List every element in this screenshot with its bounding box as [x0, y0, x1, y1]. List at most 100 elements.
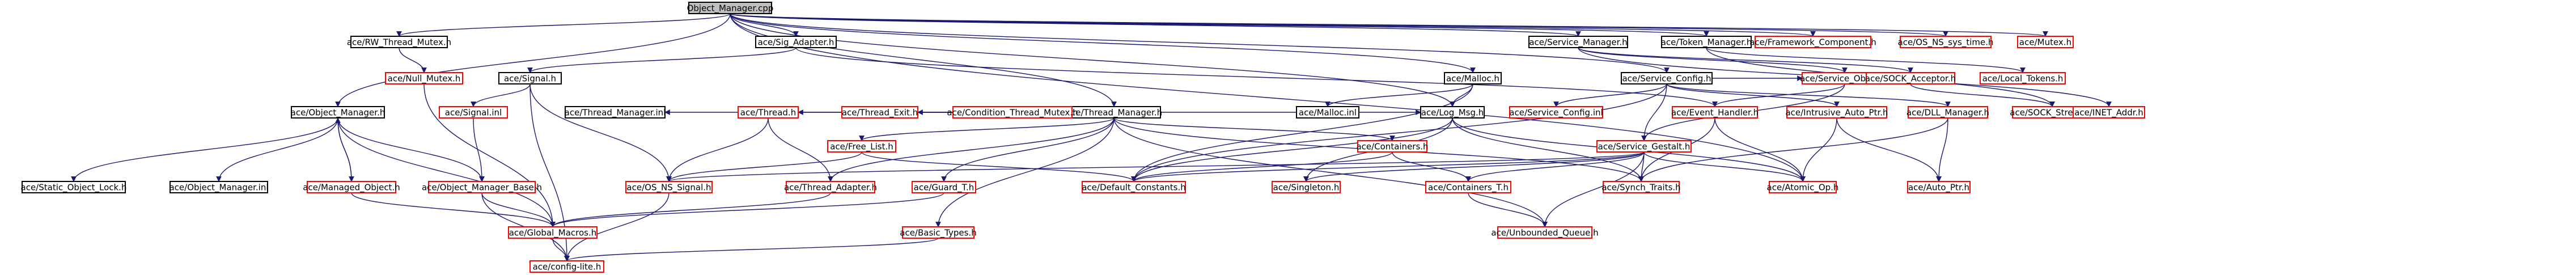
edge-ace-token-manager-h-to-ace-local-tokens-h	[1706, 47, 2026, 73]
node-ace-local-tokens-h[interactable]: ace/Local_Tokens.h	[1980, 72, 2066, 84]
node-box	[1528, 36, 1628, 48]
node-ace-thread-manager-h[interactable]: ace/Thread_Manager.h	[1066, 106, 1162, 119]
node-label: ace/Token_Manager.h	[1661, 37, 1752, 48]
node-box	[827, 140, 896, 153]
node-ace-signal-h[interactable]: ace/Signal.h	[498, 72, 562, 84]
node-box	[508, 226, 598, 239]
edge-ace-thread-manager-h-to-ace-basic-types-h	[935, 117, 1115, 227]
edge-ace-service-manager-h-to-ace-service-object-h	[1578, 47, 1848, 73]
node-ace-intrusive-auto-ptr-h[interactable]: ace/Intrusive_Auto_Ptr.h	[1785, 106, 1888, 119]
node-ace-default-constants-h[interactable]: ace/Default_Constants.h	[1082, 181, 1186, 193]
node-ace-dll-manager-h[interactable]: ace/DLL_Manager.h	[1906, 106, 1989, 119]
node-box	[565, 106, 666, 119]
node-ace-signal-inl[interactable]: ace/Signal.inl	[439, 106, 508, 119]
node-ace-unbounded-queue-h[interactable]: ace/Unbounded_Queue.h	[1491, 226, 1599, 239]
node-ace-service-manager-h[interactable]: ace/Service_Manager.h	[1528, 36, 1628, 48]
node-box	[439, 106, 508, 119]
node-ace-service-config-h[interactable]: ace/Service_Config.h	[1621, 72, 1713, 84]
edge-object-manager-cpp-to-ace-object-manager-h	[335, 13, 731, 107]
edge-ace-object-manager-h-to-ace-object-manager-base-h	[337, 117, 485, 182]
node-box	[498, 72, 562, 84]
node-ace-guard-t-h[interactable]: ace/Guard_T.h	[912, 181, 976, 193]
node-box	[307, 181, 396, 193]
node-ace-containers-t-h[interactable]: ace/Containers_T.h	[1425, 181, 1511, 193]
node-ace-malloc-h[interactable]: ace/Malloc.h	[1444, 72, 1502, 84]
node-ace-thread-manager-inl[interactable]: ace/Thread_Manager.inl	[565, 106, 666, 119]
edge-ace-object-manager-h-to-ace-global-macros-h	[337, 117, 556, 227]
node-ace-rw-thread-mutex-h[interactable]: ace/RW_Thread_Mutex.h	[347, 36, 451, 48]
node-label: ace/Containers.h	[1356, 142, 1428, 152]
node-label: ace/Free_List.h	[830, 142, 893, 153]
node-box	[1866, 72, 1955, 84]
node-label: ace/Singleton.h	[1273, 183, 1340, 193]
edge-ace-null-mutex-h-to-ace-global-macros-h	[423, 83, 556, 227]
node-box	[786, 181, 875, 193]
node-box	[1661, 36, 1752, 48]
edge-ace-containers-h-to-ace-default-constants-h	[1131, 151, 1393, 182]
node-ace-auto-ptr-h[interactable]: ace/Auto_Ptr.h	[1907, 181, 1971, 193]
edge-ace-dll-manager-h-to-ace-synch-traits-h	[1638, 117, 1948, 182]
edge-object-manager-cpp-to-ace-thread-manager-h	[730, 13, 1117, 107]
edge-ace-service-config-h-to-ace-default-constants-h	[1131, 83, 1667, 182]
node-box	[1900, 36, 1992, 48]
node-ace-token-manager-h[interactable]: ace/Token_Manager.h	[1661, 36, 1752, 48]
node-label: ace/Object_Manager.inl	[169, 183, 268, 193]
node-ace-global-macros-h[interactable]: ace/Global_Macros.h	[508, 226, 598, 239]
node-box	[738, 106, 799, 119]
node-ace-object-manager-h[interactable]: ace/Object_Manager.h	[291, 106, 385, 119]
node-box	[350, 36, 448, 48]
node-ace-managed-object-h[interactable]: ace/Managed_Object.h	[303, 181, 400, 193]
node-ace-containers-h[interactable]: ace/Containers.h	[1356, 140, 1429, 153]
node-label: ace/Thread.h	[740, 108, 796, 118]
node-ace-object-manager-inl[interactable]: ace/Object_Manager.inl	[169, 181, 269, 193]
node-ace-thread-exit-h[interactable]: ace/Thread_Exit.h	[841, 106, 918, 119]
node-ace-sock-acceptor-h[interactable]: ace/SOCK_Acceptor.h	[1865, 72, 1956, 84]
node-label: ace/Service_Manager.h	[1529, 37, 1627, 48]
node-ace-null-mutex-h[interactable]: ace/Null_Mutex.h	[385, 72, 463, 84]
node-label: ace/DLL_Manager.h	[1906, 108, 1989, 119]
edge-ace-free-list-h-to-ace-default-constants-h	[861, 151, 1137, 182]
node-ace-free-list-h[interactable]: ace/Free_List.h	[827, 140, 896, 153]
node-label: ace/Thread_Adapter.h	[784, 183, 877, 193]
node-ace-framework-component-h[interactable]: ace/Framework_Component.h	[1749, 36, 1876, 48]
node-label: ace/Basic_Types.h	[900, 228, 976, 239]
node-ace-singleton-h[interactable]: ace/Singleton.h	[1272, 181, 1341, 193]
edge-object-manager-cpp-to-ace-framework-component-h	[730, 13, 1816, 37]
edge-ace-service-config-h-to-ace-service-gestalt-h	[1641, 83, 1667, 141]
node-box	[170, 181, 268, 193]
node-ace-synch-traits-h[interactable]: ace/Synch_Traits.h	[1601, 181, 1681, 193]
node-ace-malloc-inl[interactable]: ace/Malloc.inl	[1296, 106, 1359, 119]
node-ace-atomic-op-h[interactable]: ace/Atomic_Op.h	[1767, 181, 1839, 193]
edge-ace-service-gestalt-h-to-ace-atomic-op-h	[1643, 151, 1806, 182]
node-ace-object-manager-base-h[interactable]: ace/Object_Manager_Base.h	[422, 181, 542, 193]
node-label: ace/Condition_Thread_Mutex.h	[947, 108, 1078, 119]
node-ace-log-msg-h[interactable]: ace/Log_Msg.h	[1420, 106, 1485, 119]
edge-ace-intrusive-auto-ptr-h-to-ace-atomic-op-h	[1800, 117, 1837, 182]
node-ace-thread-adapter-h[interactable]: ace/Thread_Adapter.h	[784, 181, 877, 193]
node-ace-service-gestalt-h[interactable]: ace/Service_Gestalt.h	[1596, 140, 1692, 153]
edge-ace-sock-acceptor-h-to-ace-sock-stream-h	[1910, 83, 2055, 107]
node-ace-static-object-lock-h[interactable]: ace/Static_Object_Lock.h	[21, 181, 127, 193]
node-ace-inet-addr-h[interactable]: ace/INET_Addr.h	[2073, 106, 2145, 119]
node-ace-event-handler-h[interactable]: ace/Event_Handler.h	[1671, 106, 1759, 119]
node-ace-os-ns-signal-h[interactable]: ace/OS_NS_Signal.h	[625, 181, 713, 193]
node-box	[2017, 36, 2074, 48]
node-label: ace/Atomic_Op.h	[1767, 183, 1839, 193]
node-ace-condition-thread-mutex-h[interactable]: ace/Condition_Thread_Mutex.h	[947, 106, 1078, 119]
node-ace-os-ns-sys-time-h[interactable]: ace/OS_NS_sys_time.h	[1898, 36, 1994, 48]
node-label: ace/Thread_Exit.h	[842, 108, 918, 119]
node-ace-thread-h[interactable]: ace/Thread.h	[738, 106, 799, 119]
node-ace-service-config-inl[interactable]: ace/Service_Config.inl	[1509, 106, 1603, 119]
edge-object-manager-cpp-to-ace-service-manager-h	[730, 13, 1581, 37]
node-box	[1296, 106, 1359, 119]
edge-ace-service-config-h-to-ace-service-config-inl	[1553, 83, 1667, 107]
node-box	[625, 181, 713, 193]
edge-ace-guard-t-h-to-ace-global-macros-h	[550, 192, 944, 227]
node-label: ace/Intrusive_Auto_Ptr.h	[1785, 108, 1888, 119]
node-ace-config-lite-h[interactable]: ace/config-lite.h	[529, 260, 604, 273]
node-ace-sig-adapter-h[interactable]: ace/Sig_Adapter.h	[755, 36, 837, 48]
edge-object-manager-cpp-to-ace-malloc-h	[730, 13, 1476, 73]
node-ace-mutex-h[interactable]: ace/Mutex.h	[2017, 36, 2074, 48]
node-ace-basic-types-h[interactable]: ace/Basic_Types.h	[900, 226, 977, 239]
